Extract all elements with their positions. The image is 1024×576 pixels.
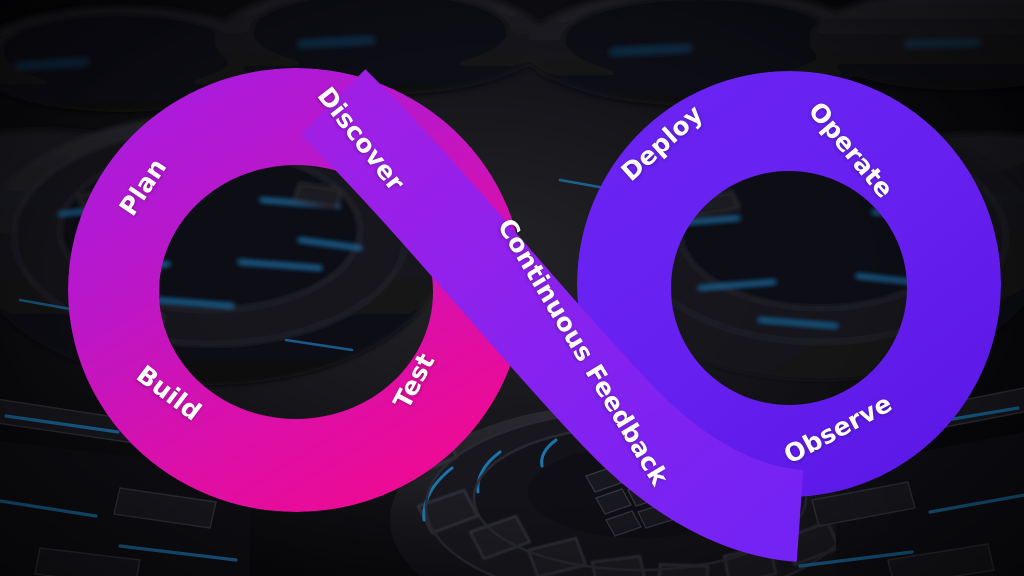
label-build[interactable]: Build [131, 359, 207, 427]
label-plan[interactable]: Plan [113, 153, 173, 221]
label-continuous-feedback[interactable]: Continuous Feedback [491, 213, 675, 491]
operations-loop [577, 71, 1001, 497]
label-test[interactable]: Test [387, 348, 441, 414]
label-observe[interactable]: Observe [779, 388, 897, 470]
label-deploy[interactable]: Deploy [615, 99, 709, 187]
label-discover[interactable]: Discover [311, 81, 411, 197]
label-operate[interactable]: Operate [802, 96, 900, 204]
continuous-feedback-band [300, 69, 805, 562]
